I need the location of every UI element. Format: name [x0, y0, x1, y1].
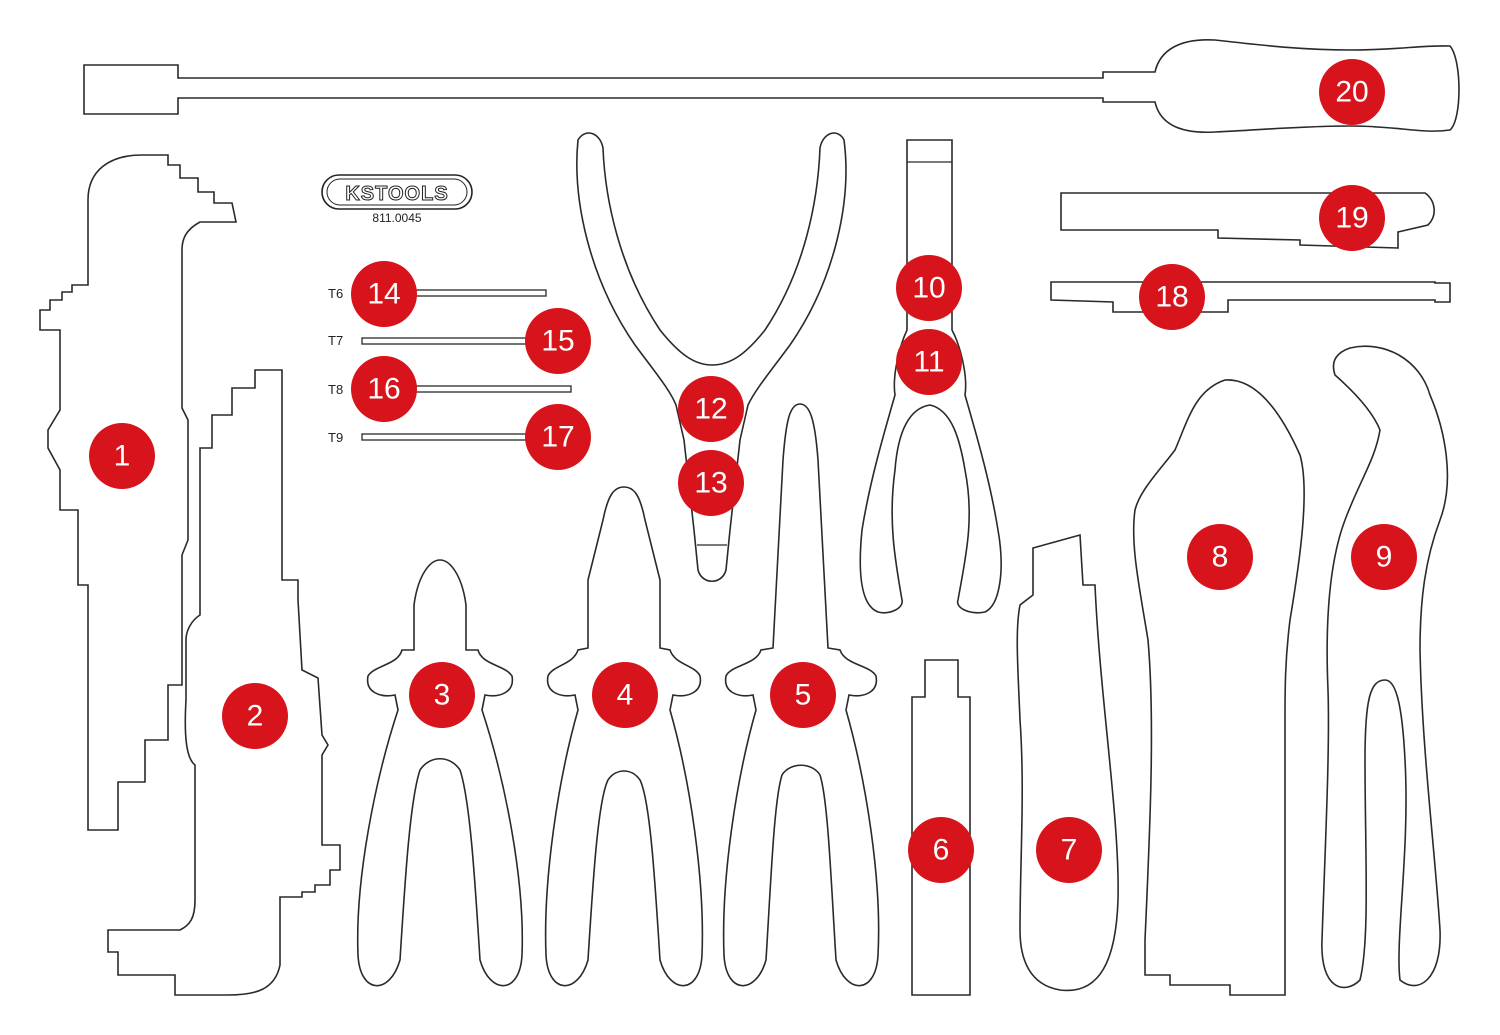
badge-6: 6 [908, 817, 974, 883]
tool-outline-18 [1050, 281, 1451, 313]
svg-text:11: 11 [913, 346, 944, 379]
tool-outline-2 [107, 369, 341, 996]
svg-text:6: 6 [933, 834, 950, 867]
badge-3: 3 [409, 662, 475, 728]
svg-text:13: 13 [694, 467, 727, 500]
svg-text:19: 19 [1335, 202, 1368, 235]
svg-text:2: 2 [247, 700, 264, 733]
svg-text:17: 17 [541, 421, 574, 454]
tool-outline-pliers-3 [356, 559, 524, 987]
badge-15: 15 [525, 308, 591, 374]
torx-label-t8: T8 [328, 382, 343, 397]
badge-1: 1 [89, 423, 155, 489]
badge-9: 9 [1351, 524, 1417, 590]
badge-18: 18 [1139, 264, 1205, 330]
svg-text:18: 18 [1155, 281, 1188, 314]
badge-19: 19 [1319, 185, 1385, 251]
svg-text:7: 7 [1061, 834, 1078, 867]
svg-text:5: 5 [795, 679, 812, 712]
badge-17: 17 [525, 404, 591, 470]
badge-20: 20 [1319, 59, 1385, 125]
svg-text:16: 16 [367, 373, 400, 406]
brand-logo: KSTOOLS [321, 174, 473, 210]
svg-text:8: 8 [1212, 541, 1229, 574]
svg-text:4: 4 [617, 679, 634, 712]
svg-text:9: 9 [1376, 541, 1393, 574]
badge-11: 11 [896, 329, 962, 395]
badge-7: 7 [1036, 817, 1102, 883]
badge-16: 16 [351, 356, 417, 422]
badge-13: 13 [678, 450, 744, 516]
badge-2: 2 [222, 683, 288, 749]
badge-10: 10 [896, 255, 962, 321]
tool-outline-9 [1321, 345, 1449, 989]
svg-text:20: 20 [1335, 76, 1368, 109]
brand-logo-wordmark: KSTOOLS [345, 183, 448, 205]
torx-label-t6: T6 [328, 286, 343, 301]
svg-text:10: 10 [912, 272, 945, 305]
tool-outline-7 [1016, 533, 1119, 992]
torx-label-t9: T9 [328, 430, 343, 445]
svg-text:3: 3 [434, 679, 451, 712]
badge-8: 8 [1187, 524, 1253, 590]
badge-12: 12 [678, 376, 744, 442]
tool-outline-pliers-4 [544, 486, 704, 987]
torx-label-t7: T7 [328, 333, 343, 348]
svg-text:14: 14 [367, 278, 400, 311]
tool-outline-8 [1132, 379, 1305, 996]
badge-14: 14 [351, 261, 417, 327]
badge-4: 4 [592, 662, 658, 728]
article-number: 811.0045 [372, 211, 421, 225]
tool-outline-screwdriver [83, 39, 1460, 134]
badge-5: 5 [770, 662, 836, 728]
svg-text:15: 15 [541, 325, 574, 358]
tool-outline-1 [39, 154, 237, 831]
svg-text:12: 12 [694, 393, 727, 426]
svg-text:1: 1 [114, 440, 131, 473]
